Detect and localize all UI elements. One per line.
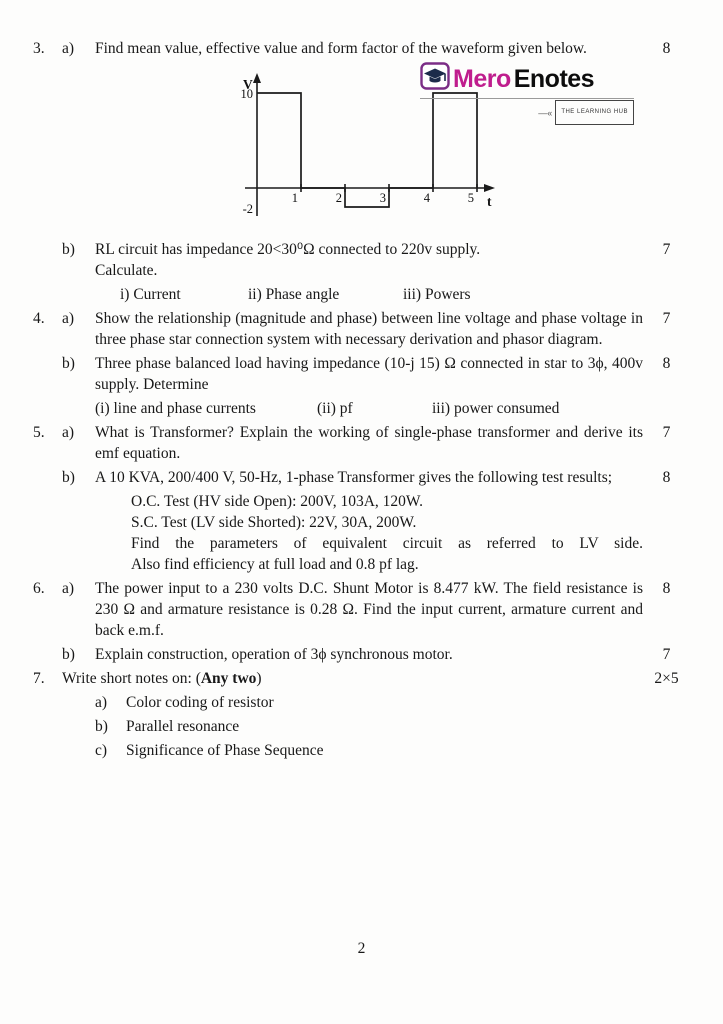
- subitem: (i) line and phase currents: [95, 400, 256, 417]
- part-label: b): [62, 241, 75, 258]
- marks: 7: [662, 646, 671, 663]
- question-text: What is Transformer? Explain the working…: [95, 424, 643, 462]
- subitem: iii) Powers: [403, 286, 471, 303]
- x-tick-label: 4: [424, 191, 431, 205]
- y-axis-arrow-icon: [253, 73, 261, 83]
- short-note-text: Significance of Phase Sequence: [126, 742, 324, 759]
- question-5a-row: 5. a) What is Transformer? Explain the w…: [33, 422, 690, 464]
- subitems: i) Current ii) Phase angle iii) Powers: [95, 284, 643, 305]
- subitem: (ii) pf: [317, 400, 353, 417]
- part-label: b): [95, 718, 108, 735]
- question-6a-row: 6. a) The power input to a 230 volts D.C…: [33, 578, 690, 641]
- part-label: b): [62, 646, 75, 663]
- subitem: ii) Phase angle: [248, 286, 340, 303]
- marks: 2×5: [654, 670, 679, 687]
- y-tick-low-label: -2: [243, 202, 253, 216]
- question-text: Three phase balanced load having impedan…: [95, 355, 643, 393]
- short-note-item: a) Color coding of resistor: [95, 692, 643, 713]
- y-tick-high-label: 10: [241, 87, 254, 101]
- question-text: The power input to a 230 volts D.C. Shun…: [95, 580, 643, 639]
- question-4b-row: b) Three phase balanced load having impe…: [33, 353, 690, 395]
- subitem: i) Current: [120, 286, 181, 303]
- page-number: 2: [357, 940, 366, 957]
- subitems: (i) line and phase currents (ii) pf iii)…: [95, 398, 643, 419]
- question-text: Write short notes on: (Any two): [62, 668, 643, 689]
- tagline-arrow-icon: —«: [538, 107, 553, 118]
- question-7-row: 7. Write short notes on: (Any two) 2×5: [33, 668, 690, 689]
- x-tick-group: 1 2 3 4 5: [292, 184, 478, 205]
- question-number: 3.: [33, 40, 45, 57]
- short-note-item: c) Significance of Phase Sequence: [95, 740, 643, 761]
- part-label: a): [62, 40, 75, 57]
- x-tick-label: 5: [468, 191, 474, 205]
- part-label: c): [95, 742, 108, 759]
- question-text-line: Calculate.: [95, 262, 158, 279]
- question-3b-row: b) RL circuit has impedance 20<30⁰Ω conn…: [33, 239, 690, 281]
- question-number: 4.: [33, 310, 45, 327]
- marks: 8: [662, 469, 671, 486]
- question-number: 7.: [33, 670, 45, 687]
- logo-tagline-row: —« THE LEARNING HUB: [420, 100, 634, 125]
- oc-test-line: O.C. Test (HV side Open): 200V, 103A, 12…: [131, 493, 423, 510]
- sc-test-line: S.C. Test (LV side Shorted): 22V, 30A, 2…: [131, 514, 417, 531]
- question-text-bold: Any two: [200, 670, 257, 687]
- part-label: b): [62, 469, 75, 486]
- question-text: Find mean value, effective value and for…: [95, 40, 587, 57]
- y-axis-label: V: [243, 77, 253, 92]
- question-4b-subitems-row: (i) line and phase currents (ii) pf iii)…: [33, 398, 690, 419]
- short-note-item: b) Parallel resonance: [95, 716, 643, 737]
- part-label: a): [62, 580, 75, 597]
- marks: 7: [662, 310, 671, 327]
- question-3b-subitems-row: i) Current ii) Phase angle iii) Powers: [33, 284, 690, 305]
- question-7c-row: c) Significance of Phase Sequence: [33, 740, 690, 761]
- part-label: a): [62, 310, 75, 327]
- question-5b-row: b) A 10 KVA, 200/400 V, 50-Hz, 1-phase T…: [33, 467, 690, 488]
- graduation-cap-icon: [420, 62, 450, 96]
- brand-name-enotes: Enotes: [513, 64, 595, 93]
- question-7a-row: a) Color coding of resistor: [33, 692, 690, 713]
- question-6b-row: b) Explain construction, operation of 3ϕ…: [33, 644, 690, 665]
- part-label: a): [95, 694, 108, 711]
- part-label: a): [62, 424, 75, 441]
- waveform-chart: V t 10 -2 1 2 3 4 5: [241, 73, 495, 216]
- marks: 8: [662, 355, 671, 372]
- marks: 7: [662, 241, 671, 258]
- question-5b-test-results: O.C. Test (HV side Open): 200V, 103A, 12…: [33, 491, 690, 575]
- x-tick-label: 2: [336, 191, 342, 205]
- subitem: iii) power consumed: [432, 400, 560, 417]
- short-note-text: Color coding of resistor: [126, 694, 274, 711]
- marks: 7: [662, 424, 671, 441]
- test-results: O.C. Test (HV side Open): 200V, 103A, 12…: [95, 491, 643, 575]
- logo-tagline: THE LEARNING HUB: [555, 100, 634, 125]
- x-tick-label: 1: [292, 191, 298, 205]
- question-3a-row: 3. a) Find mean value, effective value a…: [33, 38, 690, 59]
- question-7b-row: b) Parallel resonance: [33, 716, 690, 737]
- x-tick-label: 3: [380, 191, 386, 205]
- question-text-prefix: Write short notes on: (: [62, 670, 201, 687]
- x-axis-arrow-icon: [484, 184, 495, 192]
- question-4a-row: 4. a) Show the relationship (magnitude a…: [33, 308, 690, 350]
- question-text: Explain construction, operation of 3ϕ sy…: [95, 646, 453, 663]
- marks: 8: [662, 40, 671, 57]
- marks: 8: [662, 580, 671, 597]
- question-number: 5.: [33, 424, 45, 441]
- question-text-suffix: ): [256, 670, 262, 687]
- question-number: 6.: [33, 580, 45, 597]
- x-axis-label: t: [487, 194, 492, 209]
- question-text: A 10 KVA, 200/400 V, 50-Hz, 1-phase Tran…: [95, 469, 613, 486]
- find-line: Find the parameters of equivalent circui…: [131, 535, 643, 552]
- part-label: b): [62, 355, 75, 372]
- question-text-line: RL circuit has impedance 20<30⁰Ω connect…: [95, 241, 481, 258]
- find-line: Also find efficiency at full load and 0.…: [131, 556, 419, 573]
- question-text: RL circuit has impedance 20<30⁰Ω connect…: [95, 239, 643, 281]
- short-note-text: Parallel resonance: [126, 718, 240, 735]
- question-text: Show the relationship (magnitude and pha…: [95, 310, 643, 348]
- waveform-trace: [257, 92, 478, 208]
- brand-name-mero: Mero: [453, 64, 511, 93]
